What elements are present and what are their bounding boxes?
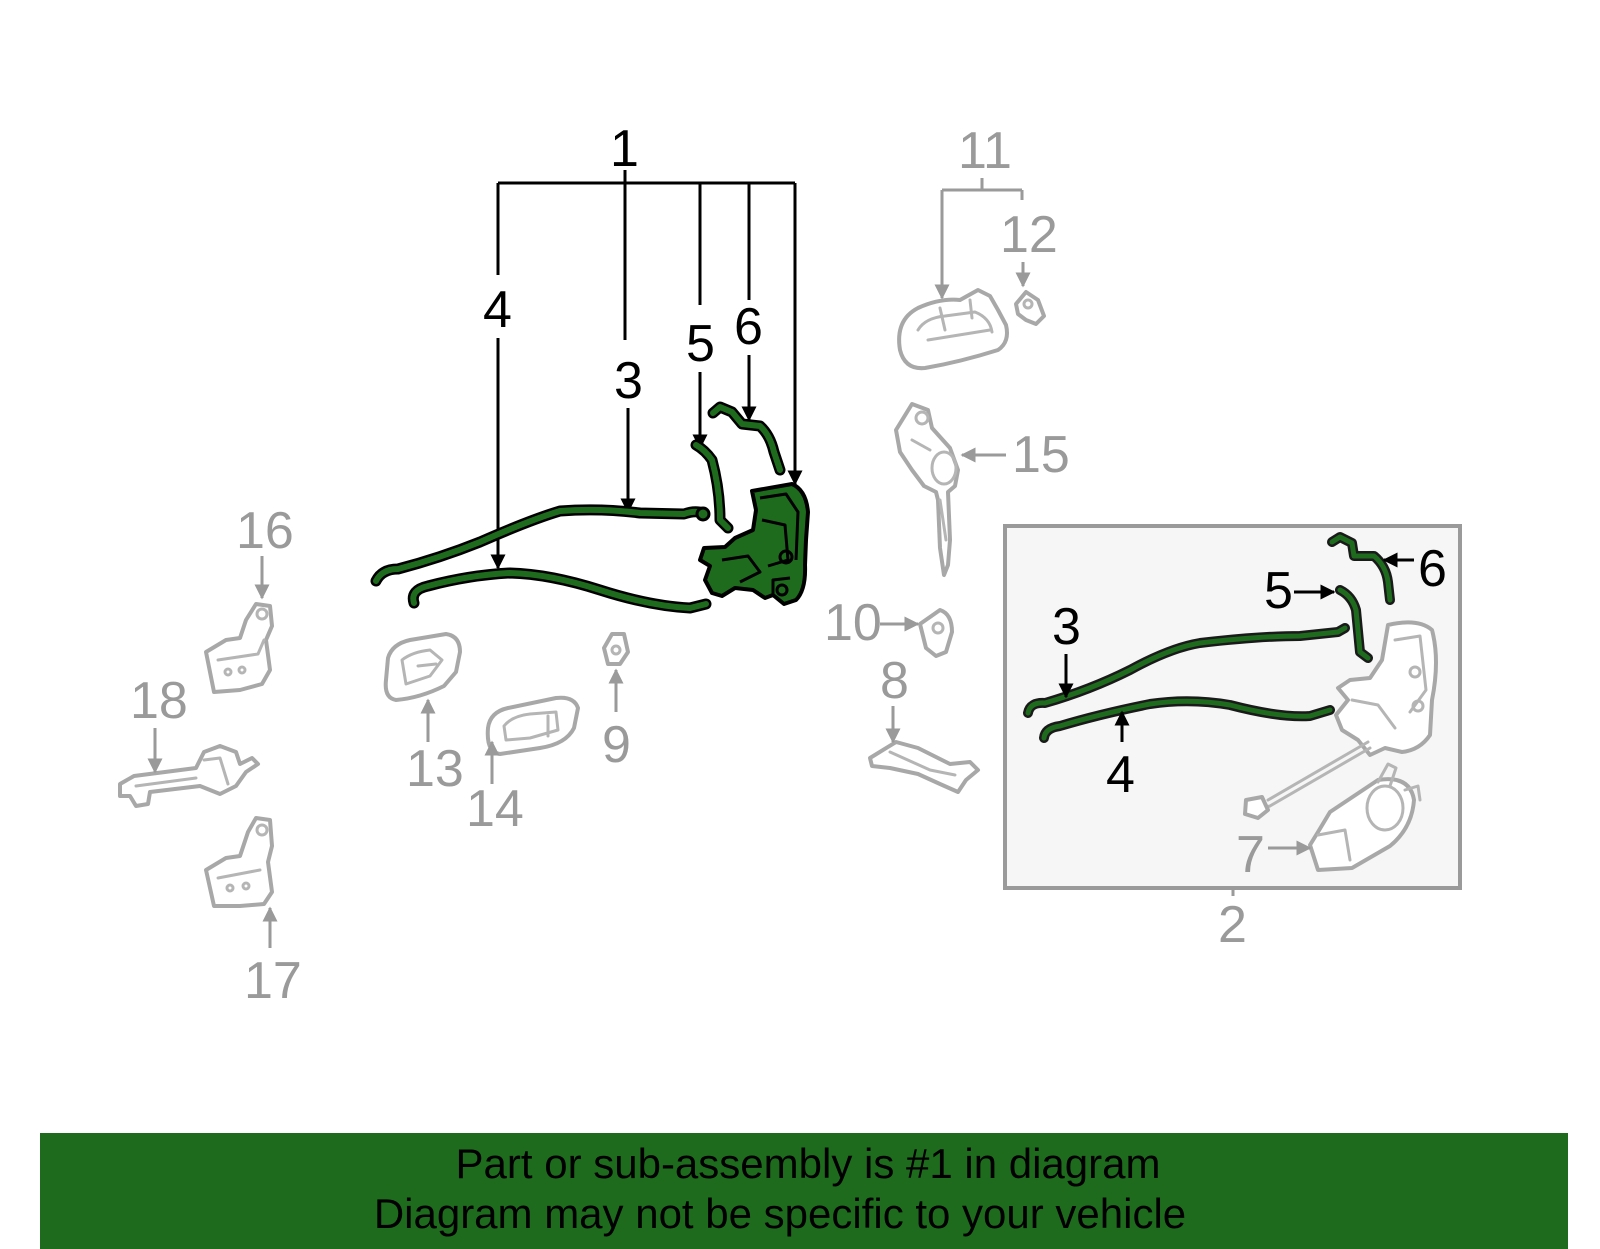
callout-3-label: 3 (614, 352, 643, 410)
assembly-2-callout-6: 6 (1418, 540, 1447, 598)
callout-10-label: 10 (824, 594, 882, 652)
assembly-2-rod-4 (1039, 696, 1335, 743)
assembly-2-latch (1243, 620, 1438, 820)
bracket-part-8[interactable] (868, 740, 980, 794)
callout-15-label: 15 (1012, 426, 1070, 484)
assembly-2-callout-4: 4 (1106, 746, 1135, 804)
footer-note-disclaimer: Diagram may not be specific to your vehi… (373, 1190, 1187, 1237)
assembly-2-box[interactable]: 3 4 5 6 7 2 (1003, 524, 1462, 954)
callout-17-label: 17 (244, 952, 302, 1010)
actuator-part-7 (1308, 762, 1422, 872)
lower-hinge-part-17[interactable] (204, 816, 274, 908)
outside-handle-part-11[interactable] (897, 288, 1009, 371)
assembly-2-callout-3: 3 (1052, 598, 1081, 656)
footer-banner: Part or sub-assembly is #1 in diagram Di… (40, 1133, 1568, 1249)
callout-12-label: 12 (1000, 206, 1058, 264)
callout-9-label: 9 (602, 716, 631, 774)
callout-18-label: 18 (130, 672, 188, 730)
upper-hinge-part-16[interactable] (204, 602, 274, 694)
callout-6-label: 6 (734, 298, 763, 356)
handle-bezel-part-14[interactable] (485, 695, 580, 756)
inside-handle-part-13[interactable] (383, 632, 462, 702)
callout-1-label: 1 (610, 120, 639, 178)
callout-11-bracket (942, 178, 1024, 200)
rod-4-lower-cable[interactable] (407, 567, 712, 614)
callout-7-label: 7 (1236, 826, 1265, 884)
clip-part-9[interactable] (602, 632, 630, 666)
callout-13-label: 13 (406, 740, 464, 798)
callout-16-label: 16 (236, 502, 294, 560)
door-latch-assembly[interactable] (698, 482, 810, 606)
key-cylinder-part-15[interactable] (894, 402, 960, 577)
assembly-2-callout-5: 5 (1264, 562, 1293, 620)
callout-11-label: 11 (958, 122, 1012, 180)
callout-14-label: 14 (466, 780, 524, 838)
callout-8-label: 8 (880, 652, 909, 710)
assembly-2-rod-6 (1327, 532, 1395, 605)
callout-4-label: 4 (483, 281, 512, 339)
assembly-2-rod-5 (1335, 585, 1373, 663)
clip-part-10[interactable] (918, 608, 954, 658)
footer-note-highlighted-part: Part or sub-assembly is #1 in diagram (455, 1140, 1161, 1187)
handle-cap-part-12[interactable] (1014, 290, 1046, 326)
assembly-2-rod-3 (1023, 623, 1350, 718)
rod-5[interactable] (690, 439, 734, 534)
rod-6[interactable] (707, 401, 786, 476)
assembly-1-group[interactable]: 1 4 3 5 6 (370, 120, 810, 614)
door-check-part-18[interactable] (118, 744, 260, 808)
callout-2-label: 2 (1218, 896, 1247, 954)
callout-5-label: 5 (686, 315, 715, 373)
rod-3-upper-cable[interactable] (370, 504, 711, 587)
